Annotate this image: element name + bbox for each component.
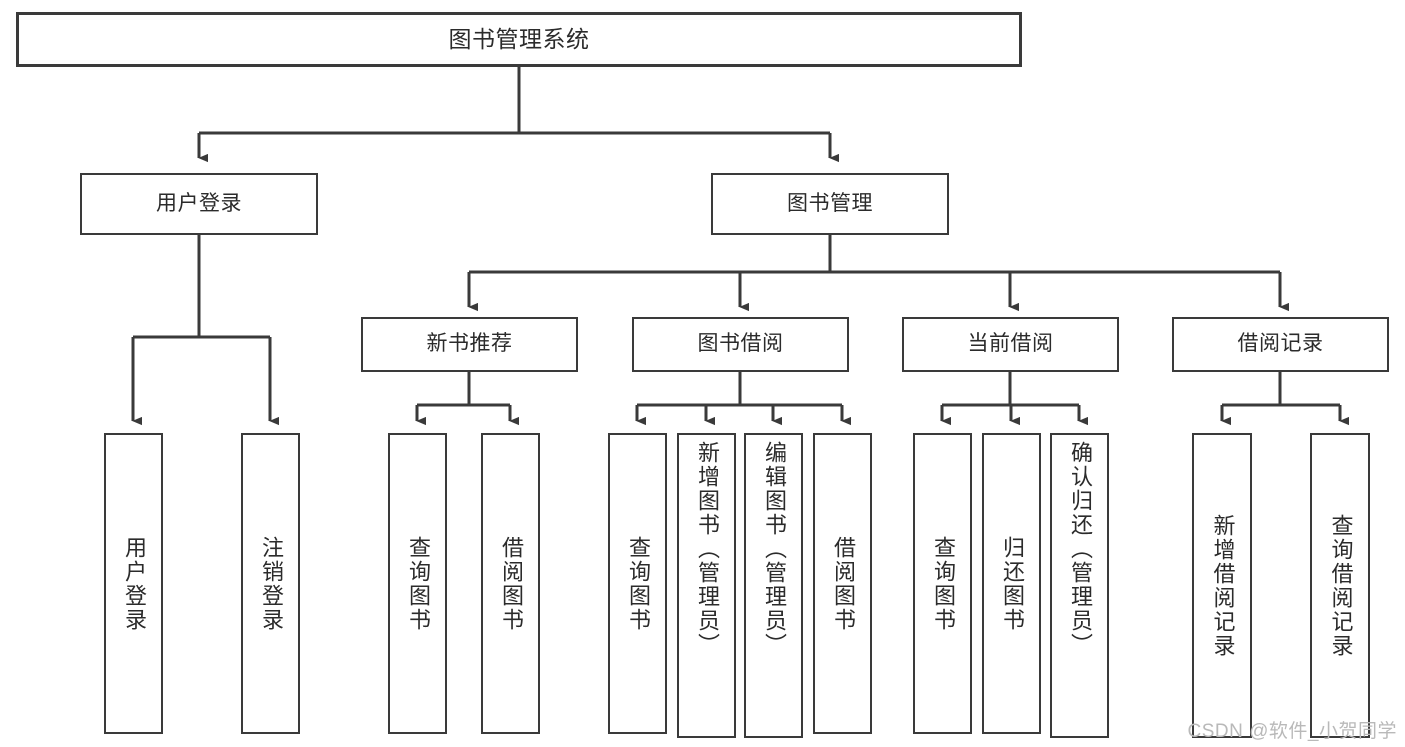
node-label: 查询图书 [405, 535, 431, 632]
node-label: 图书管理系统 [448, 26, 590, 53]
node-leaf-borrow-books[interactable]: 借阅图书 [813, 433, 872, 734]
node-leaf-add-book-admin[interactable]: 新增图书（管理员） [677, 433, 736, 738]
node-label: 归还图书 [999, 535, 1025, 632]
node-label: 查询借阅记录 [1328, 513, 1354, 658]
node-leaf-user-login[interactable]: 用户登录 [104, 433, 163, 734]
node-label: 借阅记录 [1237, 332, 1324, 356]
watermark-text: CSDN @软件_小贺同学 [1187, 721, 1397, 742]
node-leaf-borrow-books-recommend[interactable]: 借阅图书 [481, 433, 540, 734]
node-leaf-query-books-recommend[interactable]: 查询图书 [388, 433, 447, 734]
node-label: 确认归还（管理员） [1067, 441, 1093, 657]
node-label: 图书借阅 [697, 332, 784, 356]
node-label: 图书管理 [787, 191, 873, 215]
node-leaf-logout[interactable]: 注销登录 [241, 433, 300, 734]
node-new-book-recommendation[interactable]: 新书推荐 [361, 317, 578, 372]
node-label: 查询图书 [930, 535, 956, 632]
node-leaf-query-books-borrow[interactable]: 查询图书 [608, 433, 667, 734]
node-label: 新增图书（管理员） [694, 441, 720, 657]
node-label: 借阅图书 [498, 535, 524, 632]
node-book-management[interactable]: 图书管理 [711, 173, 949, 235]
node-current-borrowing[interactable]: 当前借阅 [902, 317, 1119, 372]
node-leaf-edit-book-admin[interactable]: 编辑图书（管理员） [744, 433, 803, 738]
node-label: 注销登录 [258, 535, 284, 632]
node-label: 新书推荐 [426, 332, 513, 356]
node-label: 借阅图书 [830, 535, 856, 632]
node-label: 用户登录 [121, 535, 147, 632]
node-label: 新增借阅记录 [1210, 513, 1236, 658]
node-leaf-add-borrow-record[interactable]: 新增借阅记录 [1192, 433, 1252, 738]
node-label: 查询图书 [625, 535, 651, 632]
node-root-book-management-system[interactable]: 图书管理系统 [16, 12, 1022, 67]
node-leaf-return-books[interactable]: 归还图书 [982, 433, 1041, 734]
node-label: 用户登录 [156, 191, 242, 215]
node-label: 编辑图书（管理员） [761, 441, 787, 657]
node-label: 当前借阅 [967, 332, 1054, 356]
node-leaf-query-borrow-record[interactable]: 查询借阅记录 [1310, 433, 1370, 738]
node-leaf-query-books-current[interactable]: 查询图书 [913, 433, 972, 734]
node-borrowing-records[interactable]: 借阅记录 [1172, 317, 1389, 372]
node-user-login[interactable]: 用户登录 [80, 173, 318, 235]
node-leaf-confirm-return-admin[interactable]: 确认归还（管理员） [1050, 433, 1109, 738]
node-book-borrowing[interactable]: 图书借阅 [632, 317, 849, 372]
